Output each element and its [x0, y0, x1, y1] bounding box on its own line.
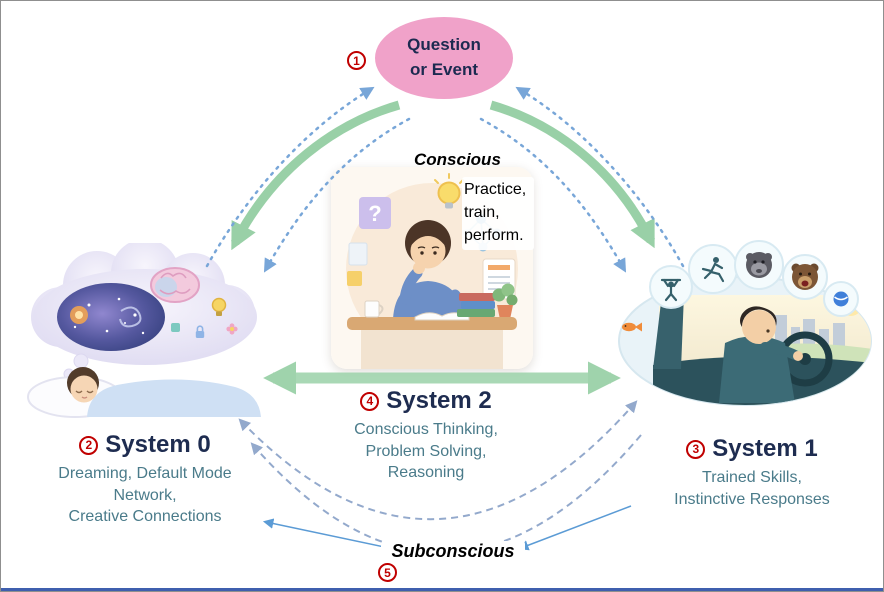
- lightbulb-icon: [434, 173, 464, 209]
- paper-note: [348, 242, 368, 266]
- marker-1: 1: [347, 51, 366, 70]
- book-stack: [457, 293, 495, 317]
- driver-eye: [766, 329, 770, 333]
- sticky-note: [347, 271, 362, 286]
- thinker-person: [393, 220, 467, 323]
- driver-arm: [760, 342, 800, 360]
- bear-icon: [791, 263, 819, 290]
- marker-5: 5: [378, 563, 397, 582]
- lock-icon: [195, 325, 205, 338]
- stars: [73, 297, 145, 335]
- arrow-thin-system1-to-subconscious: [518, 505, 632, 551]
- goldfish-icon: [622, 322, 642, 332]
- subconscious-label: Subconscious: [381, 541, 525, 562]
- ball-icon: [833, 291, 849, 307]
- desk: [347, 317, 517, 330]
- question-glyph: ?: [368, 201, 381, 226]
- sleeper-mouth: [81, 396, 88, 399]
- driver-head: [742, 310, 776, 344]
- runner-icon: [701, 257, 725, 283]
- system0-title: System 0: [105, 431, 211, 458]
- arrow-thin-subconscious-to-system0: [262, 518, 390, 549]
- conscious-note: Practice, train, perform.: [462, 177, 535, 250]
- sleeper-face: [70, 375, 98, 403]
- question-note: ?: [359, 197, 391, 229]
- sleeper-eye-right: [86, 390, 94, 394]
- system1-node: 3 System 1 Trained Skills, Instinctive R…: [647, 435, 857, 510]
- driver-hair: [740, 306, 777, 327]
- system2-title: System 2: [386, 387, 492, 414]
- blanket: [87, 379, 261, 417]
- system2-description: Conscious Thinking, Problem Solving, Rea…: [354, 421, 498, 482]
- system1-heading: 3 System 1: [647, 435, 857, 463]
- marker-2: 2: [79, 435, 99, 455]
- gorilla-icon: [746, 252, 772, 278]
- sleeper-eye-left: [75, 390, 83, 394]
- system2-node: 4 System 2 Conscious Thinking, Problem S…: [317, 387, 535, 484]
- marker-3: 3: [686, 439, 706, 459]
- system0-heading: 2 System 0: [25, 431, 265, 459]
- system0-description: Dreaming, Default Mode Network, Creative…: [58, 465, 232, 526]
- weightlifter-icon: [660, 278, 682, 302]
- system0-node: 2 System 0 Dreaming, Default Mode Networ…: [25, 431, 265, 528]
- conscious-label: Conscious: [414, 150, 501, 169]
- system0-dreaming-illustration: [23, 239, 263, 423]
- puzzle-icon: [171, 323, 180, 332]
- driver-hand: [793, 351, 803, 361]
- galaxy-swirl: [57, 283, 165, 351]
- dream-glow-core: [75, 311, 83, 319]
- system1-description: Trained Skills, Instinctive Responses: [674, 469, 830, 508]
- bottom-edge-line: [1, 588, 883, 591]
- system1-title: System 1: [712, 435, 818, 462]
- mug-icon: [364, 300, 384, 318]
- question-event-node: Question or Event: [375, 17, 513, 99]
- desk-front: [361, 330, 503, 369]
- dream-spiral: [119, 306, 142, 328]
- brain-icon: [150, 267, 200, 303]
- flower-icon: [226, 323, 238, 335]
- system2-heading: 4 System 2: [317, 387, 535, 415]
- system1-driving-illustration: [613, 239, 873, 409]
- marker-4: 4: [360, 391, 380, 411]
- plant-icon: [492, 283, 518, 317]
- lightbulb-icon: [211, 297, 227, 316]
